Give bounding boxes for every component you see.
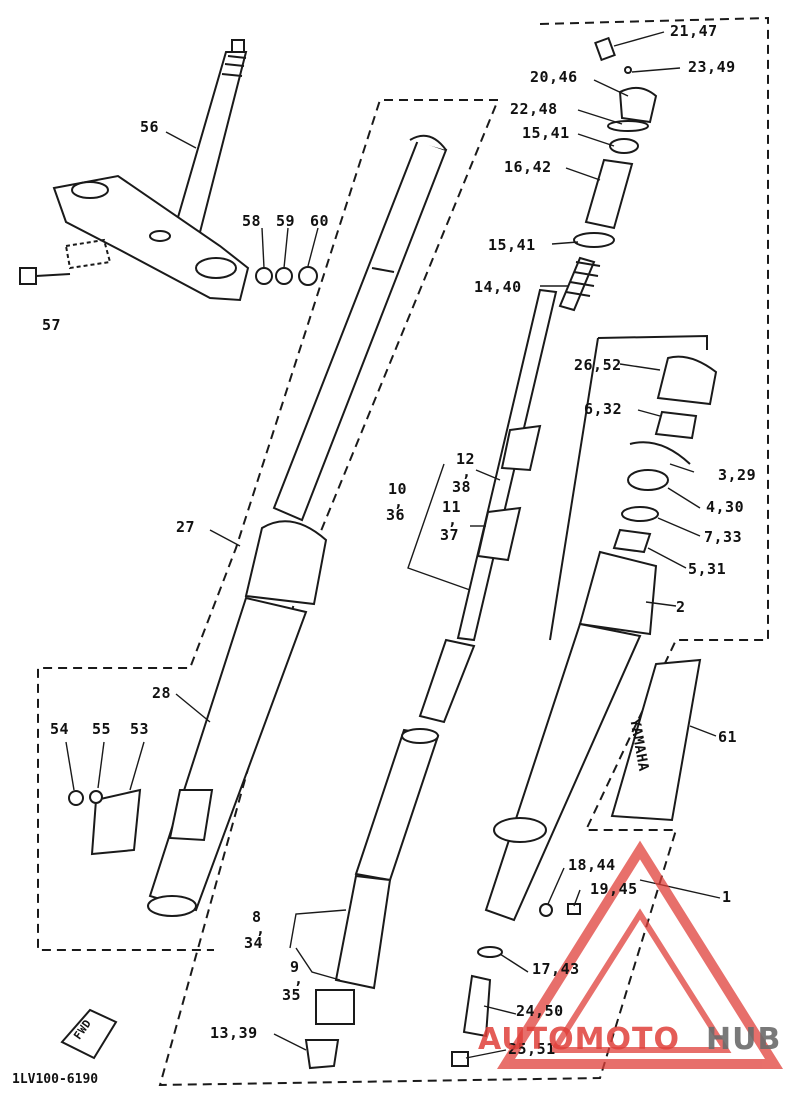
bracket-outer-tube xyxy=(549,337,599,641)
callout-2: 2 xyxy=(676,598,686,616)
callout-35: 35 xyxy=(282,986,302,1004)
under-bracket xyxy=(52,174,250,302)
callout-8: 8 xyxy=(252,908,262,926)
bracket-26-2 xyxy=(597,334,708,350)
callout-18-44: 18,44 xyxy=(568,856,616,874)
callout-37: 37 xyxy=(440,526,460,544)
callout-56: 56 xyxy=(140,118,160,136)
right-fork-outer-tube xyxy=(484,355,718,922)
watermark-text-red: AUTOMOTO xyxy=(478,1022,680,1057)
callout-23-49: 23,49 xyxy=(688,58,736,76)
callout-24-50: 24,50 xyxy=(516,1002,564,1020)
callout-9: 9 xyxy=(290,958,300,976)
caliper-mount xyxy=(68,788,214,856)
drain-and-adjusters xyxy=(451,903,581,1067)
callout-53: 53 xyxy=(130,720,150,738)
watermark-logo xyxy=(496,840,784,1069)
stem-bolt-57 xyxy=(19,267,71,285)
callout-7-33: 7,33 xyxy=(704,528,743,546)
callout-12-comma: , xyxy=(462,463,472,481)
callout-54: 54 xyxy=(50,720,70,738)
callout-4-30: 4,30 xyxy=(706,498,745,516)
callout-15-41-upper: 15,41 xyxy=(522,124,570,142)
callout-17-43: 17,43 xyxy=(532,960,580,978)
spring-and-cap xyxy=(558,36,658,312)
callout-25-51: 25,51 xyxy=(508,1040,556,1058)
watermark-text-gray: HUB xyxy=(706,1022,782,1057)
callout-12: 12 xyxy=(456,450,476,468)
callout-13-39: 13,39 xyxy=(210,1024,258,1042)
callout-21-47: 21,47 xyxy=(670,22,718,40)
callout-22-48: 22,48 xyxy=(510,100,558,118)
callout-10: 10 xyxy=(388,480,408,498)
callout-11-comma: , xyxy=(448,511,458,529)
diagram-code: 1LV100-6190 xyxy=(12,1072,99,1087)
callout-19-45: 19,45 xyxy=(590,880,638,898)
callout-34: 34 xyxy=(244,934,264,952)
callout-20-46: 20,46 xyxy=(530,68,578,86)
callout-1: 1 xyxy=(722,888,732,906)
callout-59: 59 xyxy=(276,212,296,230)
yamaha-decal xyxy=(610,658,702,822)
leader-lines xyxy=(65,31,721,1059)
callout-5-31: 5,31 xyxy=(688,560,727,578)
callout-14-40: 14,40 xyxy=(474,278,522,296)
callout-58: 58 xyxy=(242,212,262,230)
cable-clip xyxy=(64,238,112,270)
callout-9-comma: , xyxy=(294,970,304,988)
inner-tube xyxy=(304,728,440,1070)
callout-26-52: 26,52 xyxy=(574,356,622,374)
callout-57: 57 xyxy=(42,316,62,334)
callout-61: 61 xyxy=(718,728,738,746)
callout-10-comma: , xyxy=(394,493,404,511)
callout-55: 55 xyxy=(92,720,112,738)
steering-stem xyxy=(170,39,248,242)
fwd-arrow xyxy=(60,1008,118,1060)
callout-8-comma: , xyxy=(256,920,266,938)
callout-6-32: 6,32 xyxy=(584,400,623,418)
callout-16-42: 16,42 xyxy=(504,158,552,176)
callout-11: 11 xyxy=(442,498,462,516)
callout-38: 38 xyxy=(452,478,472,496)
callout-60: 60 xyxy=(310,212,330,230)
callout-28: 28 xyxy=(152,684,172,702)
callout-3-29: 3,29 xyxy=(718,466,757,484)
callout-15-41-lower: 15,41 xyxy=(488,236,536,254)
callout-36: 36 xyxy=(386,506,406,524)
damper-rod-assembly xyxy=(418,288,558,724)
callout-27: 27 xyxy=(176,518,196,536)
washers-58-60 xyxy=(255,266,318,286)
